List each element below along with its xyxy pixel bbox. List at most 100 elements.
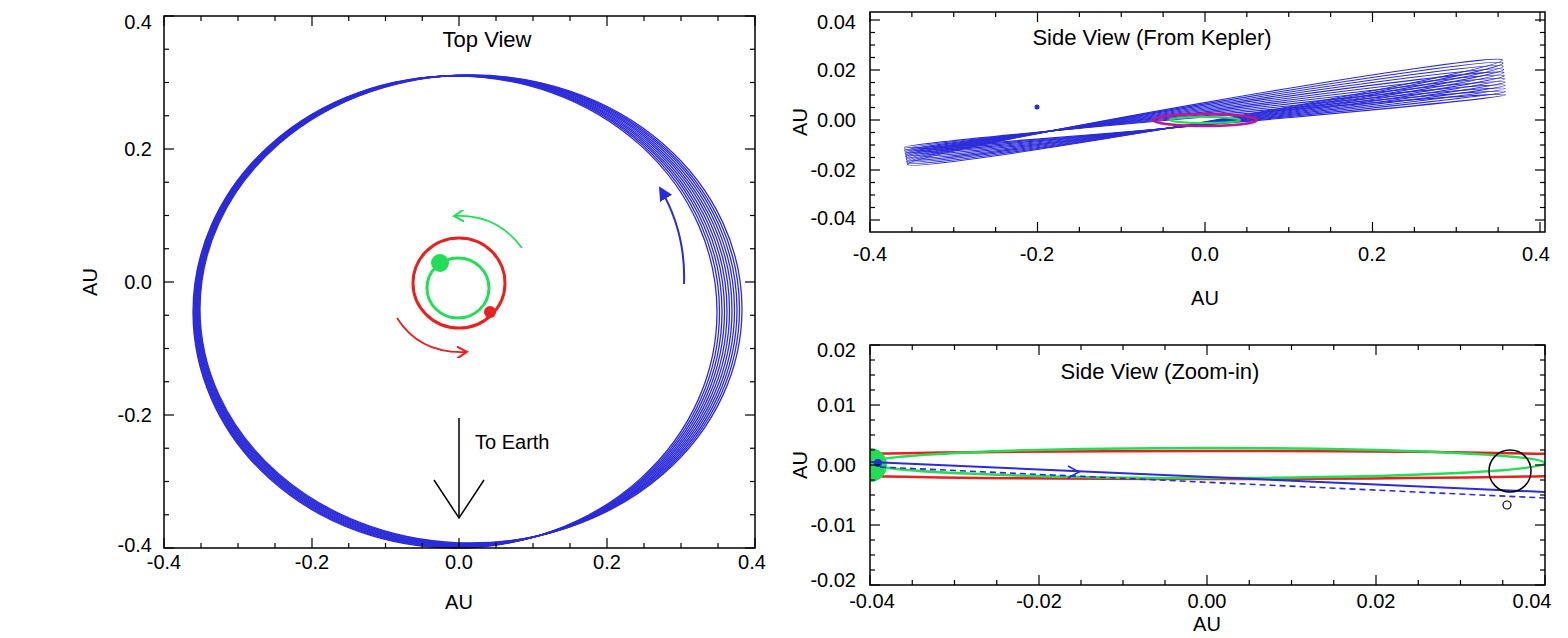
tick-mark bbox=[869, 345, 870, 355]
plot-frame bbox=[164, 16, 755, 548]
tick-mark bbox=[1333, 345, 1334, 350]
tick-label: 0.04 bbox=[1513, 590, 1552, 612]
tick-mark bbox=[870, 389, 875, 390]
tick-mark bbox=[1535, 119, 1545, 120]
earth-arrow-head bbox=[434, 480, 484, 518]
motion-arrow bbox=[397, 318, 466, 352]
tick-mark bbox=[1540, 494, 1545, 495]
tick-mark bbox=[1080, 580, 1081, 585]
star-a bbox=[431, 254, 449, 272]
tick-mark bbox=[870, 464, 880, 465]
tick-mark bbox=[1535, 344, 1545, 345]
plot-frame bbox=[870, 345, 1545, 585]
tick-mark bbox=[1375, 345, 1376, 355]
tick-label: 0.0 bbox=[445, 551, 473, 573]
tick-mark bbox=[164, 15, 174, 16]
tick-mark bbox=[164, 381, 169, 382]
tick-label: -0.04 bbox=[810, 207, 856, 229]
tick-mark bbox=[1122, 345, 1123, 350]
axis-label: AU bbox=[445, 591, 473, 613]
tick-mark bbox=[495, 16, 496, 21]
tick-mark bbox=[717, 543, 718, 548]
planet-orbit bbox=[905, 62, 1505, 168]
tick-label: 0.00 bbox=[817, 454, 856, 476]
tick-mark bbox=[311, 16, 312, 26]
tick-mark bbox=[870, 57, 875, 58]
tick-mark bbox=[754, 16, 755, 26]
tick-mark bbox=[1037, 12, 1038, 22]
tick-mark bbox=[1540, 194, 1545, 195]
tick-label: -0.2 bbox=[295, 551, 329, 573]
tick-mark bbox=[870, 169, 880, 170]
tick-mark bbox=[1502, 580, 1503, 585]
tick-mark bbox=[870, 157, 875, 158]
tick-mark bbox=[1540, 389, 1545, 390]
planet-orbits bbox=[193, 75, 742, 548]
tick-mark bbox=[164, 281, 174, 282]
tick-mark bbox=[750, 481, 755, 482]
tick-mark bbox=[164, 448, 169, 449]
tick-label: 0.00 bbox=[817, 109, 856, 131]
axis-label: AU bbox=[1191, 287, 1219, 309]
tick-mark bbox=[870, 94, 875, 95]
tick-mark bbox=[954, 580, 955, 585]
tick-mark bbox=[995, 227, 996, 232]
axis-label: AU bbox=[789, 108, 811, 136]
planet-orbit bbox=[200, 75, 742, 543]
tick-label: 0.02 bbox=[1357, 590, 1396, 612]
tick-mark bbox=[1540, 539, 1545, 540]
tick-mark bbox=[1544, 345, 1545, 355]
tick-mark bbox=[870, 524, 880, 525]
tick-mark bbox=[750, 514, 755, 515]
tick-mark bbox=[745, 148, 755, 149]
planet bbox=[874, 459, 882, 467]
tick-mark bbox=[385, 16, 386, 21]
tick-mark bbox=[200, 16, 201, 21]
tick-label: 0.01 bbox=[817, 394, 856, 416]
tick-mark bbox=[870, 359, 875, 360]
tick-mark bbox=[1246, 12, 1247, 17]
tick-mark bbox=[1540, 374, 1545, 375]
tick-mark bbox=[750, 348, 755, 349]
tick-mark bbox=[1291, 345, 1292, 350]
tick-mark bbox=[996, 580, 997, 585]
tick-mark bbox=[532, 16, 533, 21]
tick-label: -0.4 bbox=[118, 534, 152, 556]
tick-mark bbox=[164, 215, 169, 216]
tick-mark bbox=[1540, 434, 1545, 435]
panel-title: Side View (Zoom-in) bbox=[1061, 360, 1260, 384]
tick-mark bbox=[870, 69, 880, 70]
tick-mark bbox=[458, 538, 459, 548]
tick-mark bbox=[870, 539, 875, 540]
tick-mark bbox=[870, 449, 875, 450]
arrow-label: To Earth bbox=[475, 431, 549, 453]
tick-mark bbox=[750, 248, 755, 249]
tick-mark bbox=[870, 419, 875, 420]
tick-mark bbox=[870, 219, 880, 220]
tick-mark bbox=[680, 16, 681, 21]
tick-mark bbox=[1080, 345, 1081, 350]
tick-mark bbox=[1164, 580, 1165, 585]
tick-mark bbox=[1540, 94, 1545, 95]
star-b bbox=[484, 306, 496, 318]
planet-path bbox=[870, 462, 1545, 492]
tick-mark bbox=[1330, 12, 1331, 17]
planet-orbit bbox=[904, 83, 1506, 155]
tick-mark bbox=[1372, 12, 1373, 22]
tick-mark bbox=[1540, 57, 1545, 58]
tick-mark bbox=[237, 543, 238, 548]
tick-mark bbox=[870, 374, 875, 375]
tick-mark bbox=[1540, 107, 1545, 108]
planet-orbit bbox=[905, 58, 1504, 170]
tick-mark bbox=[953, 227, 954, 232]
tick-mark bbox=[1330, 227, 1331, 232]
tick-mark bbox=[311, 538, 312, 548]
tick-mark bbox=[164, 414, 174, 415]
tick-mark bbox=[1535, 69, 1545, 70]
planet-orbit bbox=[904, 80, 1506, 158]
planet-orbit bbox=[906, 54, 1505, 171]
tick-label: -0.2 bbox=[118, 404, 152, 426]
planet-orbit bbox=[905, 65, 1505, 165]
star-b-orbit bbox=[1153, 114, 1257, 126]
